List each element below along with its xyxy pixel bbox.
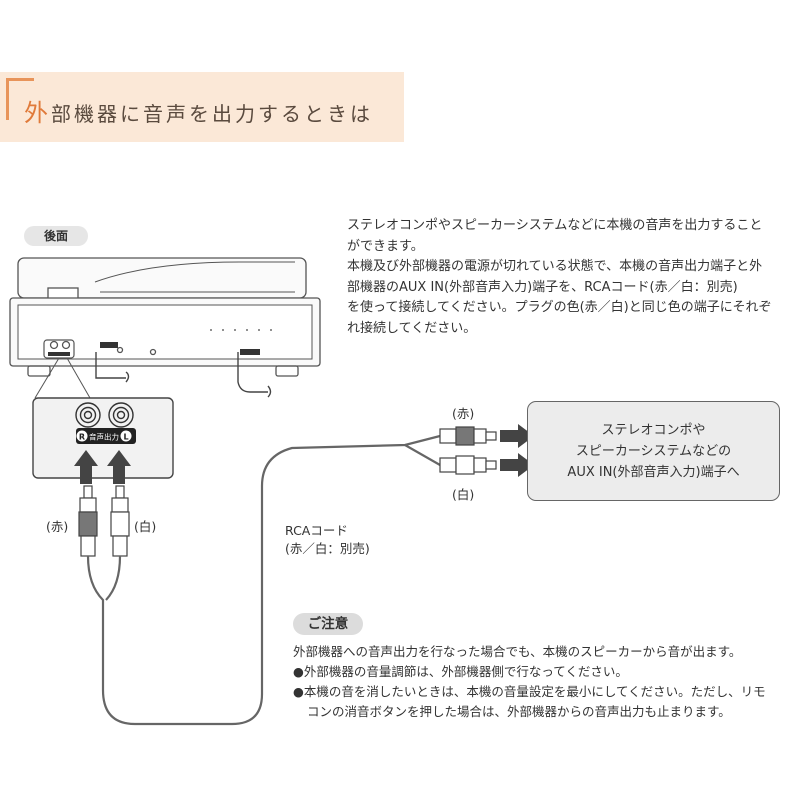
description-line: ステレオコンポやスピーカーシステムなどに本機の音声を出力すること: [347, 218, 763, 233]
caution-badge: ご注意: [293, 613, 363, 635]
arrow-up-icon: [107, 450, 131, 484]
audio-output-label-plate: [76, 428, 136, 444]
banner-accent-mark: [6, 78, 9, 120]
arrow-right-icon: [500, 453, 534, 477]
turntable-device: [9, 257, 321, 377]
arrow-up-icon: [74, 450, 98, 484]
description-line: ができます。: [347, 238, 424, 254]
rca-plug-red-right: [439, 426, 497, 446]
description-line: れ接続してください。: [347, 320, 477, 336]
description: ステレオコンポやスピーカーシステムなどに本機の音声を出力すること ができます。 …: [347, 216, 787, 339]
zoom-line: [34, 357, 60, 399]
destination-line: AUX IN(外部音声入力)端子へ: [567, 465, 740, 480]
destination-line: スピーカーシステムなどの: [575, 444, 732, 459]
caution-notes: 外部機器への音声出力を行なった場合でも、本機のスピーカーから音が出ます。 ●外部…: [293, 642, 793, 722]
audio-output-label: 音声出力: [89, 432, 119, 442]
description-line: 部機器のAUX IN(外部音声入力)端子を、RCAコード(赤／白：別売): [347, 279, 738, 295]
description-line: を使って接続してください。プラグの色(赤／白)と同じ色の端子にそれぞ: [347, 300, 772, 315]
jack-l: [108, 402, 134, 428]
cable-label: RCAコード: [285, 523, 348, 538]
page-title-first-char: 外: [24, 99, 51, 127]
destination-box: [527, 401, 780, 501]
rca-plug-white-right: [439, 455, 497, 475]
plug-red-label-right: (赤): [452, 406, 475, 421]
rca-plug-red-left: [78, 485, 98, 557]
page-title-rest: 部機器に音声を出力するときは: [51, 102, 373, 126]
jack-r: [75, 402, 101, 428]
rca-cable: [86, 434, 441, 726]
plug-white-label-right: (白): [452, 487, 475, 502]
rca-cable: [404, 444, 441, 466]
channel-r-label: R: [79, 433, 85, 442]
description-line: 本機及び外部機器の電源が切れている状態で、本機の音声出力端子と外: [347, 259, 763, 274]
caution-line: 外部機器への音声出力を行なった場合でも、本機のスピーカーから音が出ます。: [293, 644, 742, 659]
rca-plug-white-left: [110, 485, 130, 557]
device-cords: [95, 352, 272, 398]
banner-accent-mark-top: [6, 78, 34, 81]
header-banner: [0, 72, 404, 142]
caution-line: ●本機の音を消したいときは、本機の音量設定を最小にしてください。ただし、リモ: [293, 684, 766, 699]
plug-red-label-left: (赤): [46, 519, 69, 534]
destination-line: ステレオコンポや: [601, 423, 706, 438]
cable-sublabel: (赤／白：別売): [285, 541, 370, 556]
channel-l-label: L: [123, 433, 128, 442]
zoom-line: [66, 357, 91, 399]
audio-output-panel: [32, 397, 174, 479]
caution-line: ●外部機器の音量調節は、外部機器側で行なってください。: [293, 664, 628, 679]
arrow-right-icon: [500, 424, 534, 448]
rca-cable: [105, 555, 122, 601]
channel-l-dot: [120, 430, 132, 442]
plug-white-label-left: (白): [134, 519, 157, 534]
page-title: 外部機器に音声を出力するときは: [24, 93, 373, 128]
caution-line: コンの消音ボタンを押した場合は、外部機器からの音声出力も止まります。: [307, 704, 731, 719]
channel-r-dot: [76, 430, 88, 442]
rear-view-label: 後面: [24, 226, 88, 246]
